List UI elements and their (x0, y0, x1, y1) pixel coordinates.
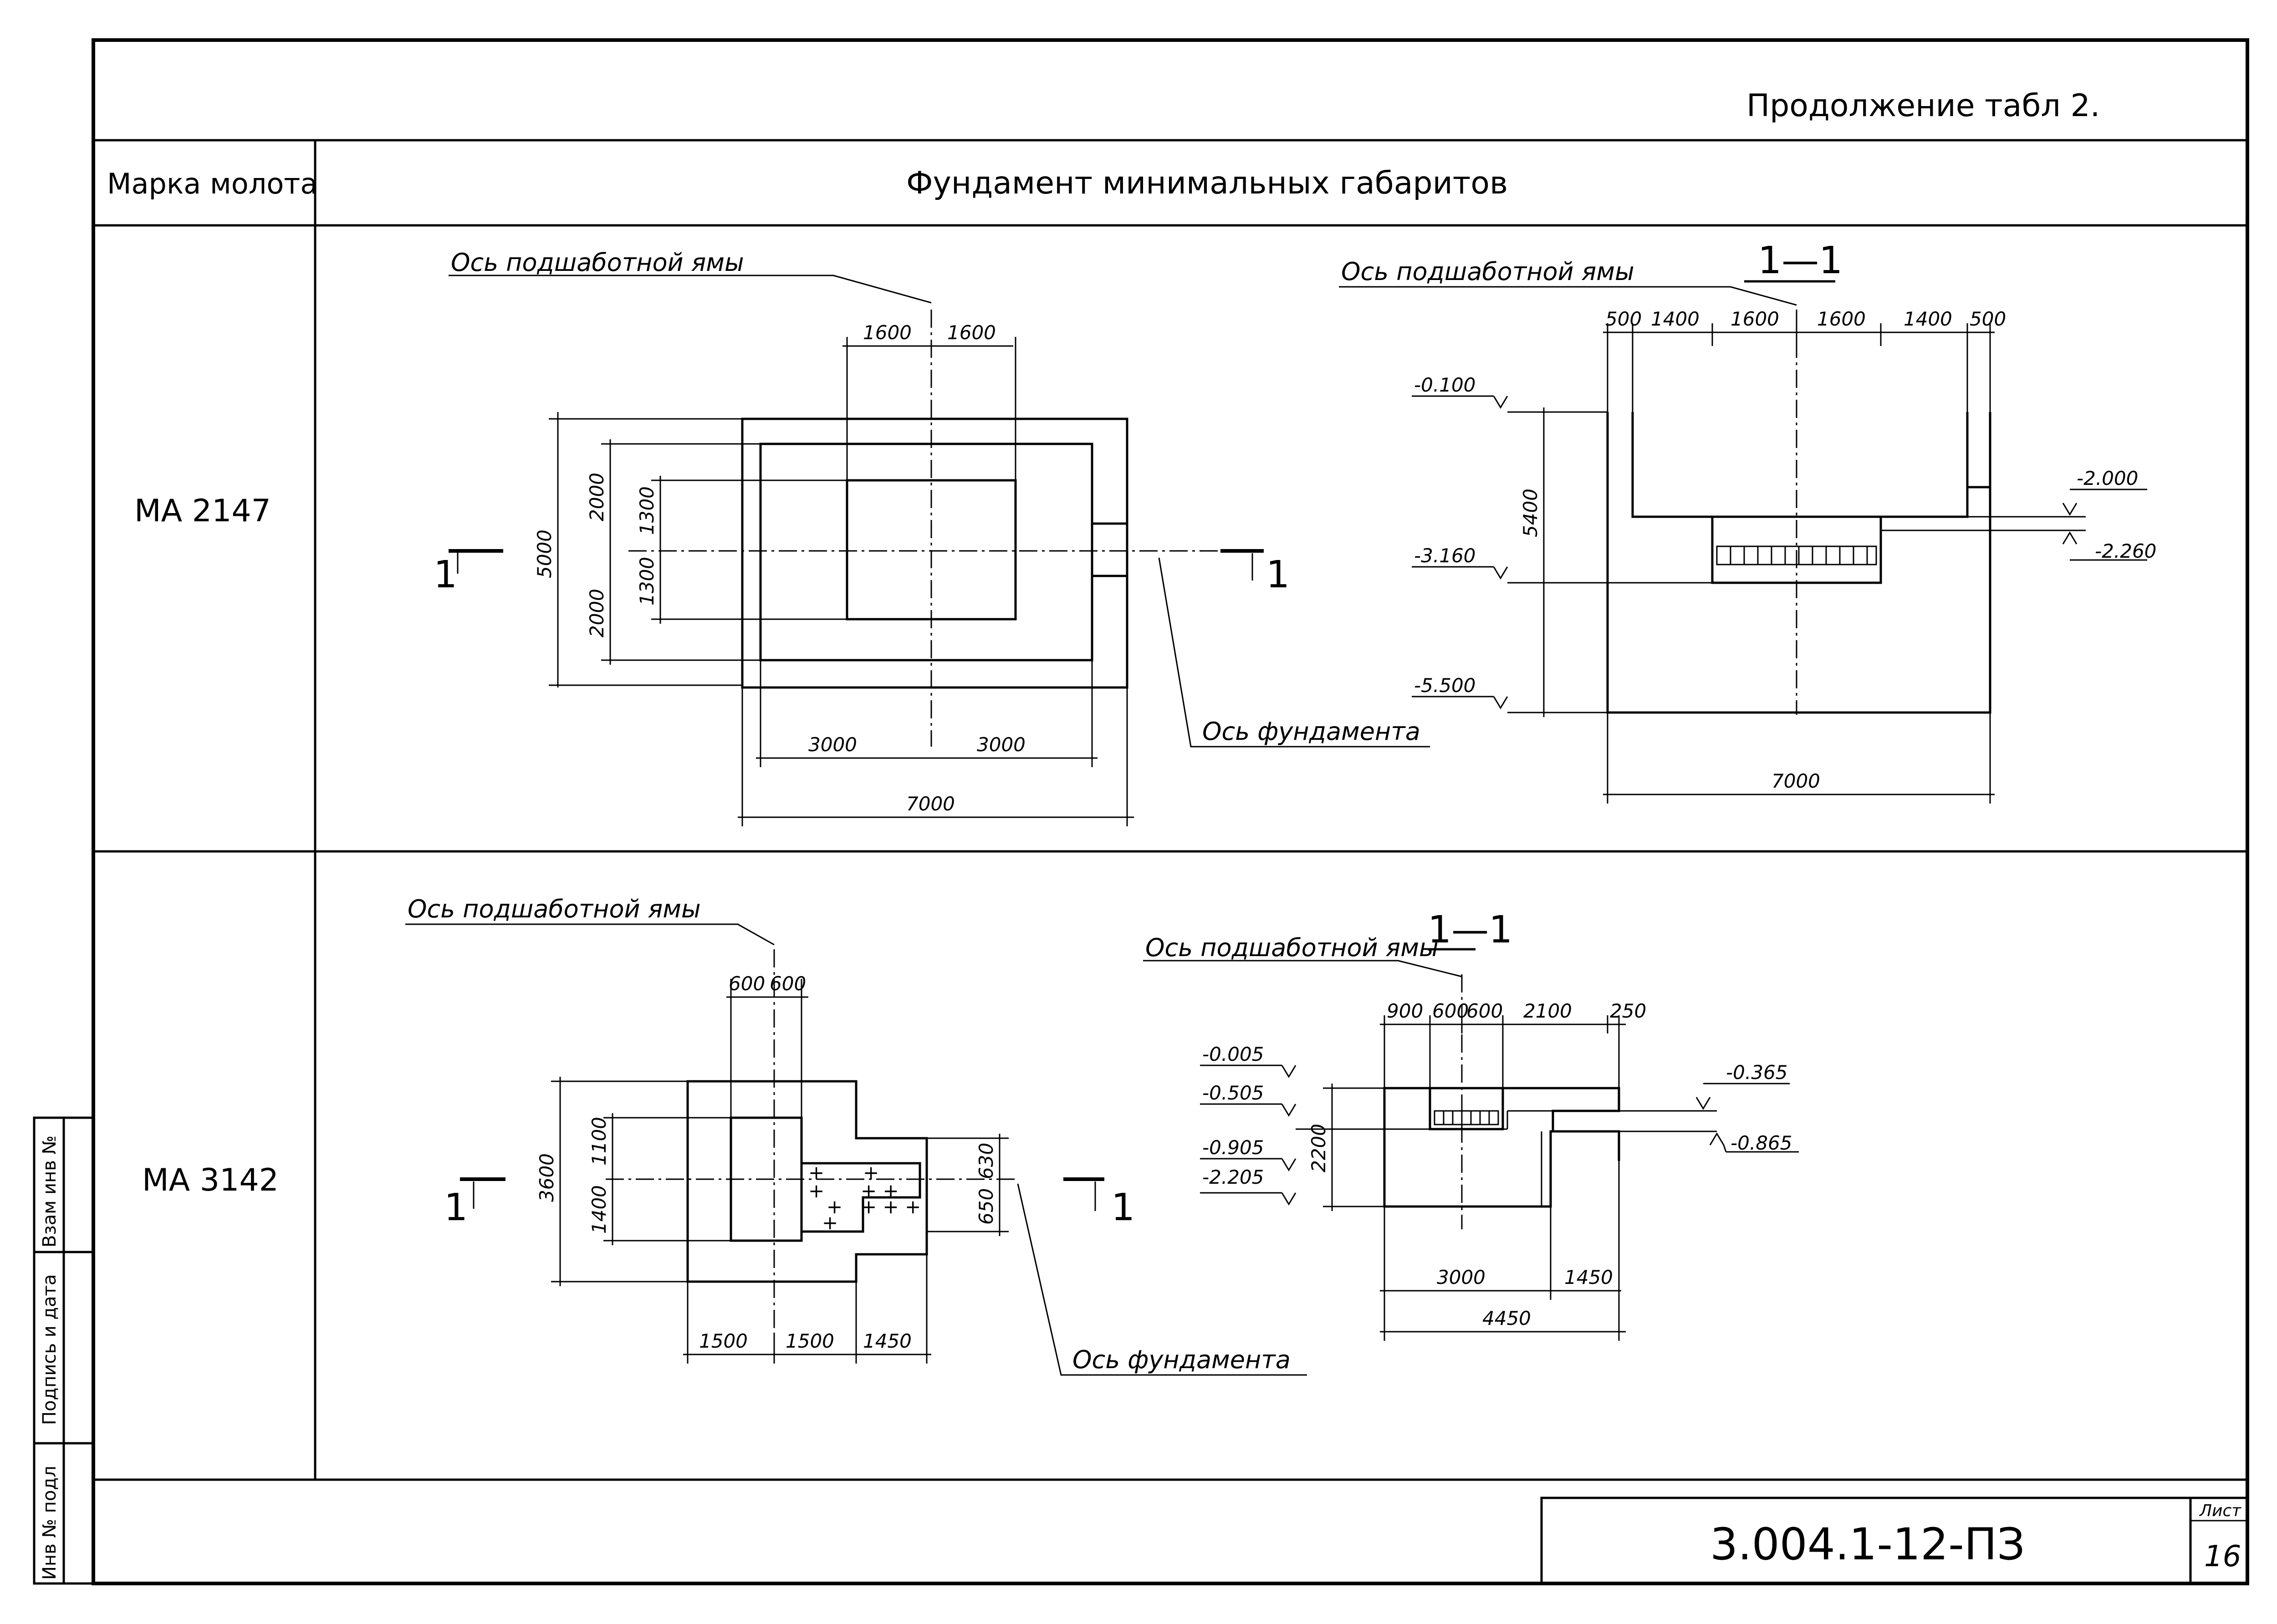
section-dim-top-1: 500 (1605, 308, 1642, 330)
section-elev-right-2: -0.865 (1731, 1132, 1792, 1154)
table-continuation-title: Продолжение табл 2. (1746, 88, 2100, 124)
section-elev-left-4: -2.205 (1202, 1166, 1264, 1188)
stamp-field-inventory: Инв № подл (39, 1466, 60, 1580)
dim-top-right: 600 (770, 972, 806, 995)
dim-top-right: 1600 (947, 321, 996, 344)
section-dim-bottom-1: 3000 (1437, 1266, 1486, 1288)
section-dim-width: 7000 (1772, 770, 1820, 792)
section-mark-left: 1 (444, 1186, 468, 1229)
section-dim-top-5: 250 (1610, 1000, 1646, 1022)
axis-foundation-label: Ось фундамента (1072, 1345, 1291, 1374)
section-dim-height: 5400 (1519, 489, 1542, 537)
dim-bottom-left: 3000 (808, 733, 857, 756)
section-dim-top-5: 1400 (1904, 308, 1952, 330)
axis-foundation-label: Ось фундамента (1202, 717, 1420, 746)
dim-bottom-3: 1450 (863, 1330, 912, 1352)
svg-text:+ + +: + + + (861, 1196, 921, 1218)
svg-text:+: + (863, 1161, 879, 1184)
section-title: 1—1 (1758, 239, 1843, 282)
svg-text:+: + (808, 1180, 824, 1202)
svg-text:+: + (808, 1161, 824, 1184)
svg-text:+: + (827, 1196, 842, 1218)
dim-bottom-right: 3000 (977, 733, 1026, 756)
section-dim-top-4: 2100 (1523, 1000, 1572, 1022)
section-dim-top-1: 900 (1387, 1000, 1423, 1022)
plan-ma3142: ++ ++ + ++ + + + 1 1 Ось подшаботной ямы… (405, 895, 1307, 1376)
section-ma3142: 1—1 Ось подшаботной ямы 900 600 600 2100… (1143, 908, 1799, 1341)
dim-left-upper: 1100 (588, 1117, 610, 1166)
dim-top-left: 1600 (863, 321, 912, 344)
dim-left-lower: 1400 (588, 1185, 610, 1234)
section-elev-right-1: -0.365 (1726, 1061, 1787, 1084)
section-dim-height: 2200 (1307, 1124, 1330, 1172)
section-dim-width: 4450 (1482, 1307, 1531, 1329)
section-elev-left-3: -5.500 (1414, 674, 1475, 697)
dim-bottom-total: 7000 (906, 793, 955, 815)
axis-pit-label: Ось подшаботной ямы (451, 248, 744, 277)
axis-pit-label: Ось подшаботной ямы (408, 895, 701, 923)
bolt-marks: ++ ++ + ++ + + + (808, 1161, 921, 1234)
dim-left-total: 3600 (536, 1153, 558, 1202)
section-elev-left-1: -0.100 (1414, 374, 1475, 396)
axis-pit-label: Ось подшаботной ямы (1145, 933, 1439, 962)
section-elev-right-2: -2.260 (2095, 540, 2156, 562)
section-dim-top-2: 1400 (1651, 308, 1700, 330)
section-elev-left-2: -3.160 (1414, 545, 1475, 567)
section-mark-left: 1 (434, 553, 457, 596)
sheet-label: Лист (2199, 1502, 2241, 1520)
stamp-field-signature: Подпись и дата (39, 1274, 60, 1425)
section-elev-left-1: -0.005 (1202, 1043, 1264, 1065)
section-elev-left-3: -0.905 (1202, 1136, 1264, 1159)
section-dim-top-3: 1600 (1731, 308, 1779, 330)
dim-left-upper: 2000 (586, 473, 608, 521)
dim-inner-upper: 1300 (636, 486, 658, 535)
section-dim-top-3: 600 (1466, 1000, 1503, 1022)
section-dim-top-2: 600 (1432, 1000, 1469, 1022)
dim-top-left: 600 (729, 972, 765, 995)
sheet-frame (33, 38, 2249, 1585)
document-code: 3.004.1-12-ПЗ (1710, 1519, 2025, 1570)
dim-bottom-2: 1500 (786, 1330, 834, 1352)
section-dim-top-4: 1600 (1817, 308, 1866, 330)
section-dim-top-6: 500 (1970, 308, 2006, 330)
dim-right-lower: 650 (975, 1188, 997, 1225)
section-elev-left-2: -0.505 (1202, 1082, 1264, 1104)
section-ma2147: 1—1 Ось подшаботной ямы 500 1400 1600 (1339, 239, 2156, 804)
section-dim-bottom-2: 1450 (1564, 1266, 1613, 1288)
section-elev-right-1: -2.000 (2077, 467, 2138, 489)
sheet-number: 16 (2204, 1540, 2241, 1573)
column-header-foundation: Фундамент минимальных габаритов (906, 165, 1508, 201)
svg-text:+: + (822, 1212, 838, 1234)
section-mark-right: 1 (1111, 1186, 1135, 1229)
hammer-mark-ma2147: МА 2147 (134, 493, 271, 529)
svg-text:+ +: + + (861, 1180, 899, 1202)
hammer-mark-ma3142: МА 3142 (142, 1162, 279, 1198)
plan-ma2147: 1 1 Ось подшаботной ямы Ось фундамента 1… (434, 248, 1430, 826)
axis-pit-label: Ось подшаботной ямы (1341, 257, 1634, 286)
section-title: 1—1 (1428, 908, 1512, 952)
dim-left-lower: 2000 (586, 589, 608, 637)
column-header-hammer: Марка молота (107, 167, 317, 200)
section-mark-right: 1 (1266, 553, 1290, 596)
dim-right-upper: 630 (975, 1143, 997, 1179)
dim-inner-lower: 1300 (636, 557, 658, 606)
stamp-field-replacement: Взам инв № (39, 1135, 60, 1247)
dim-left-total: 5000 (533, 529, 556, 578)
dim-bottom-1: 1500 (699, 1330, 748, 1352)
